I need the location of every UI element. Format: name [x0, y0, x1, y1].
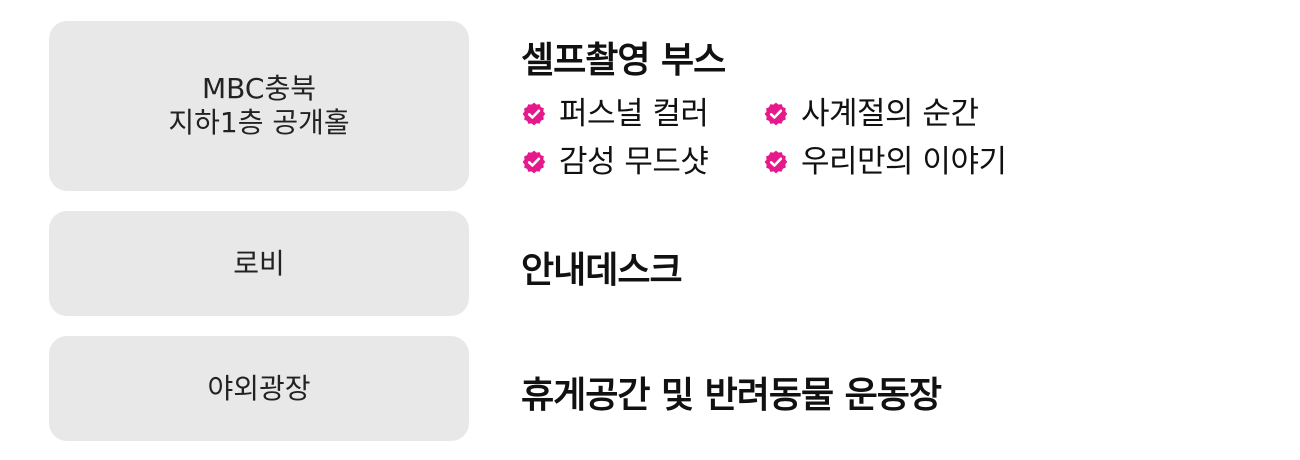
feature-item: 퍼스널 컬러: [521, 95, 763, 133]
location-box: 야외광장: [49, 336, 469, 441]
check-badge-icon: [522, 102, 546, 126]
check-badge-icon: [764, 102, 788, 126]
location-label-line: 로비: [233, 246, 285, 280]
feature-item: 사계절의 순간: [763, 95, 1043, 133]
location-label-line: 야외광장: [207, 371, 311, 405]
location-box: MBC충북 지하1층 공개홀: [49, 21, 469, 191]
feature-item: 우리만의 이야기: [763, 143, 1043, 181]
venue-row-info-desk: 로비 안내데스크: [49, 211, 1249, 316]
venue-row-rest-area: 야외광장 휴게공간 및 반려동물 운동장: [49, 336, 1249, 441]
venue-row-photo-booth: MBC충북 지하1층 공개홀 셀프촬영 부스 퍼스널 컬러 사계절의 순간: [49, 21, 1249, 191]
venue-description: 셀프촬영 부스 퍼스널 컬러 사계절의 순간: [521, 31, 1043, 181]
feature-label: 우리만의 이야기: [801, 144, 1007, 180]
location-label-line: 지하1층 공개홀: [168, 106, 350, 139]
location-label-line: MBC충북: [202, 72, 316, 105]
venue-description: 안내데스크: [521, 241, 683, 293]
venue-title: 셀프촬영 부스: [521, 40, 726, 81]
feature-list: 퍼스널 컬러 사계절의 순간 감성 무드샷: [521, 95, 1043, 181]
location-box: 로비: [49, 211, 469, 316]
venue-description: 휴게공간 및 반려동물 운동장: [521, 366, 942, 418]
venue-title: 안내데스크: [521, 250, 683, 291]
feature-label: 감성 무드샷: [559, 144, 709, 180]
feature-item: 감성 무드샷: [521, 143, 763, 181]
venue-title: 휴게공간 및 반려동물 운동장: [521, 375, 942, 416]
feature-label: 사계절의 순간: [801, 96, 979, 132]
feature-label: 퍼스널 컬러: [559, 96, 709, 132]
check-badge-icon: [522, 150, 546, 174]
check-badge-icon: [764, 150, 788, 174]
